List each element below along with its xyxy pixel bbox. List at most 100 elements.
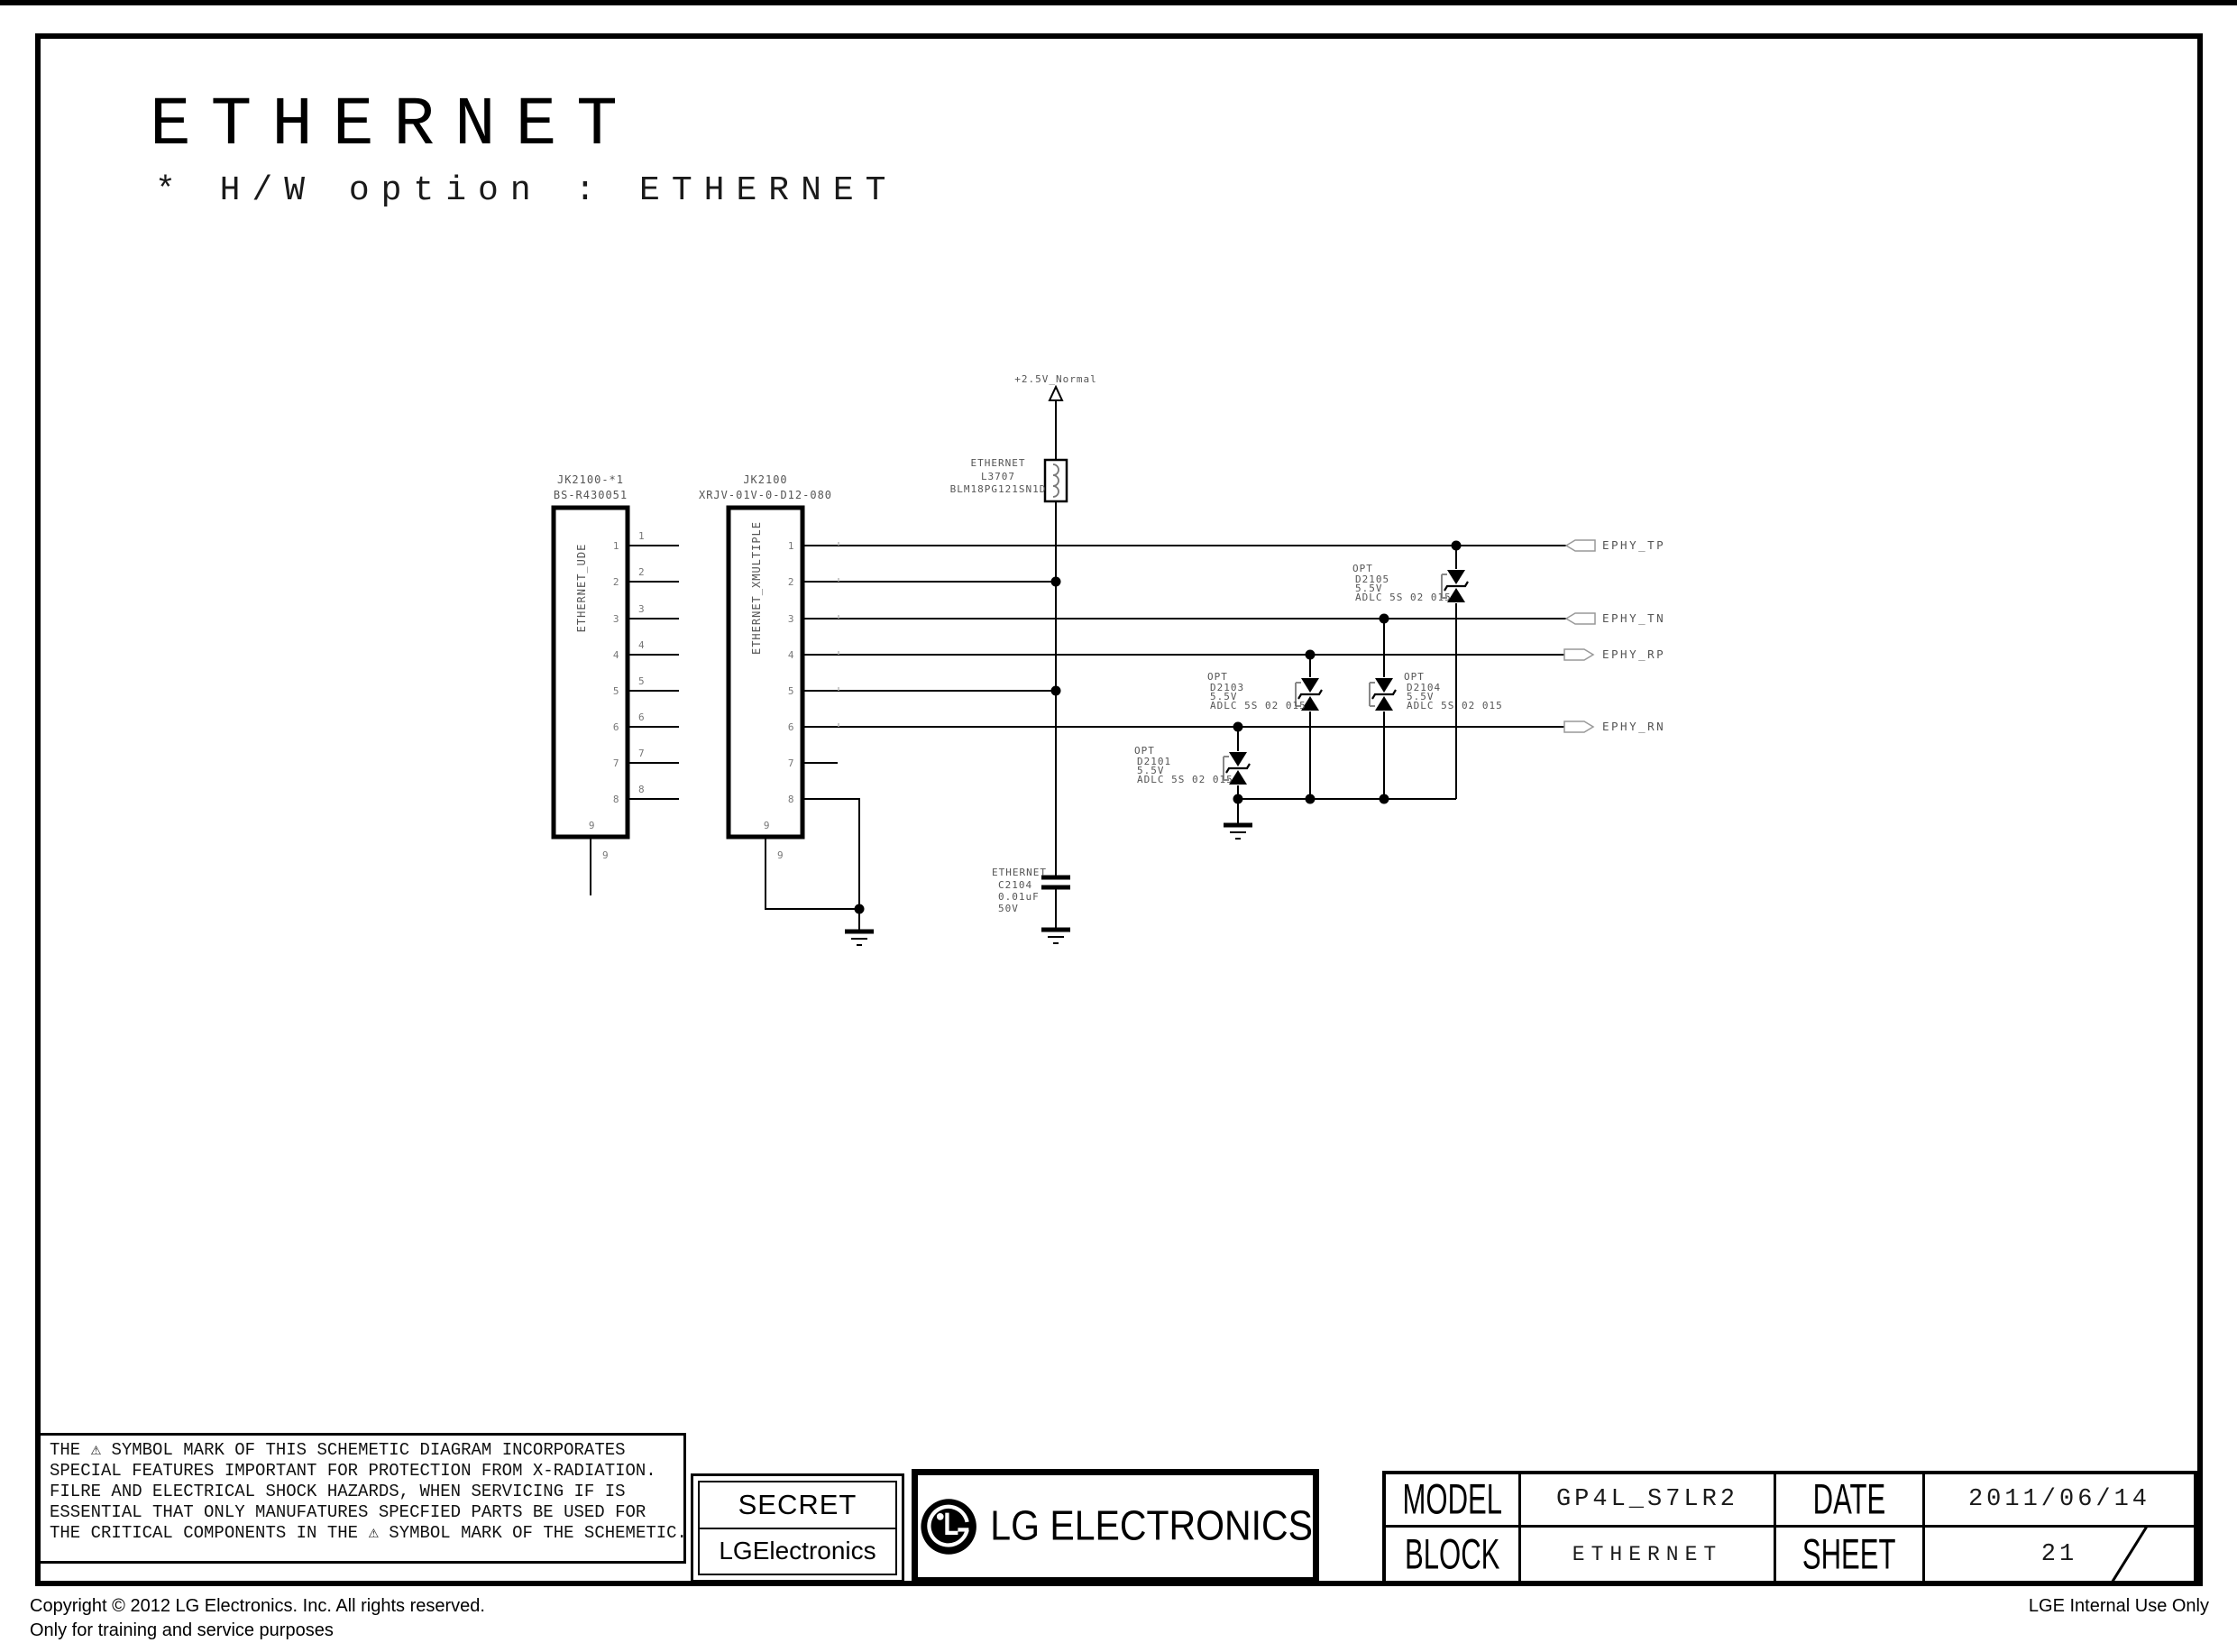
connector1-ref: JK2100-*1 [557, 473, 624, 486]
pin-number: 3 [788, 613, 794, 625]
connector1-part: BS-R430051 [554, 489, 628, 501]
sheet-label: SHEET [1802, 1529, 1896, 1578]
sheet-label-cell: SHEET [1776, 1528, 1925, 1581]
sheet-value: 21 [2040, 1540, 2078, 1568]
pin-number: 4 [788, 649, 794, 661]
connector2-part: XRJV-01V-0-D12-080 [699, 489, 832, 501]
page-border [35, 33, 2203, 1586]
junction-dot [854, 904, 865, 914]
d2104-symbol [1368, 676, 1398, 712]
net-label-ephy-rn: EPHY_RN [1602, 720, 1665, 733]
xray-warning-box: THE ⚠ SYMBOL MARK OF THIS SCHEMETIC DIAG… [38, 1433, 687, 1564]
model-label: MODEL [1402, 1475, 1502, 1523]
inductor-part: BLM18PG121SN1D [950, 483, 1047, 495]
ground-symbol [1041, 930, 1070, 943]
pin-number: 5 [613, 685, 619, 697]
power-net-label: +2.5V_Normal [1014, 373, 1096, 385]
junction-dot [1305, 794, 1316, 804]
net-tag-right-icon [1563, 720, 1595, 733]
warning-line: THE ⚠ SYMBOL MARK OF THIS SCHEMETIC DIAG… [50, 1440, 626, 1460]
diode-ref: D2104 [1407, 682, 1441, 693]
footer-copyright: Copyright © 2012 LG Electronics. Inc. Al… [30, 1596, 485, 1616]
wire-number: 3 [638, 603, 645, 615]
diode-voltage: 5.5V [1355, 583, 1383, 594]
net-label-ephy-rp: EPHY_RP [1602, 647, 1665, 661]
wire-number: 2 [638, 566, 645, 578]
diode-ref: D2103 [1210, 682, 1244, 693]
pin-number: 6 [613, 721, 619, 733]
pin-number: 1 [788, 540, 794, 552]
tvs-diode-network: OPT D2105 5.5V ADLC 5S 02 015 OPT D2104 … [1134, 540, 1502, 840]
pin-number: 3 [613, 613, 619, 625]
net-tag-left-icon [1564, 612, 1596, 625]
ferrite-bead-body [1043, 458, 1068, 503]
date-label-cell: DATE [1776, 1474, 1925, 1528]
diode-ref: D2105 [1355, 574, 1389, 585]
page-subtitle: * H/W option : ETHERNET [155, 171, 898, 210]
diode-opt: OPT [1207, 671, 1228, 683]
wire-number: 6 [638, 711, 645, 723]
wire-pin9-ground [765, 837, 860, 930]
secret-stamp: SECRET LGElectronics [691, 1473, 904, 1583]
lg-logo-icon [921, 1498, 976, 1555]
company-label: LGElectronics [719, 1537, 876, 1565]
connector1-body [551, 505, 630, 840]
secret-label: SECRET [738, 1488, 857, 1520]
net-tags: EPHY_TP EPHY_TN EPHY_RP EPHY_RN [1563, 538, 1665, 733]
model-label-cell: MODEL [1386, 1474, 1521, 1528]
capacitor-ref: C2104 [998, 879, 1032, 891]
date-label: DATE [1812, 1475, 1886, 1523]
connector2-name: ETHERNET_XMULTIPLE [750, 521, 763, 655]
pin-number: 9 [764, 820, 770, 831]
model-value-cell: GP4L_S7LR2 [1521, 1474, 1776, 1528]
diode-opt: OPT [1134, 745, 1155, 757]
warning-line: FILRE AND ELECTRICAL SHOCK HAZARDS, WHEN… [50, 1482, 626, 1501]
diode-ref: D2101 [1137, 756, 1171, 767]
connector1-name: ETHERNET_UDE [575, 544, 588, 633]
connector-jk2100-1: JK2100-*1 BS-R430051 ETHERNET_UDE 1 2 3 … [551, 473, 679, 895]
wire-number: 4 [638, 639, 645, 651]
pin-number: 1 [613, 540, 619, 552]
title-block: MODEL GP4L_S7LR2 DATE 2011/06/14 BLOCK E… [1382, 1471, 2197, 1584]
page-title: ETHERNET [150, 87, 637, 164]
capacitor-plates [1041, 875, 1070, 890]
pin-number: 9 [589, 820, 595, 831]
junction-dot [1050, 685, 1061, 696]
page-edge-strip [0, 0, 2237, 5]
diode-voltage: 5.5V [1407, 691, 1435, 702]
power-rail: +2.5V_Normal ETHERNET L3707 BLM18PG121SN… [950, 373, 1096, 943]
pin-number: 2 [788, 576, 794, 588]
warning-line: SPECIAL FEATURES IMPORTANT FOR PROTECTIO… [50, 1461, 656, 1481]
junction-dot [1379, 794, 1389, 804]
block-value-cell: ETHERNET [1521, 1528, 1776, 1581]
warning-line: ESSENTIAL THAT ONLY MANUFATURES SPECFIED… [50, 1502, 646, 1522]
wire-number: 1 [638, 530, 645, 542]
power-arrow-icon [1048, 384, 1064, 401]
pin-number: 6 [788, 721, 794, 733]
sheet-value-cell: 21 [1925, 1526, 2194, 1583]
footer-training-note: Only for training and service purposes [30, 1620, 334, 1640]
wire-pin8-ground [802, 798, 860, 909]
date-value-cell: 2011/06/14 [1925, 1474, 2194, 1528]
block-value: ETHERNET [1572, 1542, 1723, 1566]
pin-number: 8 [613, 794, 619, 805]
brand-name: LG ELECTRONICS [990, 1502, 1313, 1549]
capacitor-rating: 50V [998, 903, 1019, 914]
diode-part: ADLC 5S 02 015 [1137, 774, 1233, 785]
diode-opt: OPT [1404, 671, 1425, 683]
pin-number: 2 [613, 576, 619, 588]
sheet-slash-mark [2111, 1526, 2148, 1583]
pin-number: 7 [788, 757, 794, 769]
ferrite-coil-icon [1052, 463, 1059, 498]
diode-part: ADLC 5S 02 015 [1355, 592, 1452, 603]
brand-box: LG ELECTRONICS [912, 1469, 1319, 1583]
ground-symbol [845, 932, 874, 945]
footer-internal-use: LGE Internal Use Only [2028, 1596, 2209, 1616]
pin-number: 4 [613, 649, 619, 661]
net-label-ephy-tn: EPHY_TN [1602, 611, 1665, 625]
warning-line: THE CRITICAL COMPONENTS IN THE ⚠ SYMBOL … [50, 1523, 687, 1543]
inductor-ref: L3707 [981, 471, 1015, 482]
pin-number: 7 [613, 757, 619, 769]
pin-number: 8 [788, 794, 794, 805]
